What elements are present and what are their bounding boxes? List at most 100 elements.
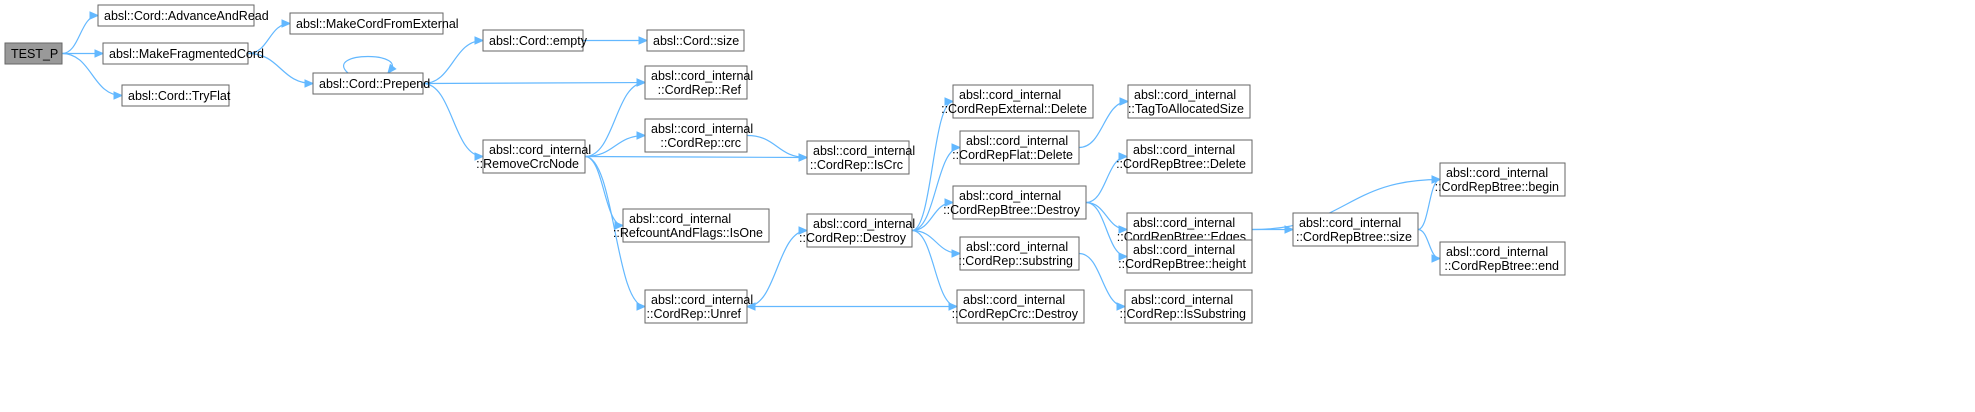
node-refcount-is-one[interactable]: absl::cord_internal::RefcountAndFlags::I…: [613, 208, 770, 243]
node-tag-to-allocated-size[interactable]: absl::cord_internal::TagToAllocatedSize: [1127, 84, 1251, 119]
node-label: absl::cord_internal: [1299, 216, 1401, 230]
node-is-substring[interactable]: absl::cord_internal::CordRep::IsSubstrin…: [1120, 289, 1253, 324]
node-size[interactable]: absl::Cord::size: [646, 29, 745, 52]
edge-remove-crc-node-to-refcount-is-one-arrowhead: [614, 221, 625, 230]
node-btree-destroy[interactable]: absl::cord_internal::CordRepBtree::Destr…: [943, 185, 1087, 220]
node-flat-delete[interactable]: absl::cord_internal::CordRepFlat::Delete: [952, 130, 1080, 165]
edge-btree-edges-to-btree-size-arrowhead: [1284, 225, 1295, 234]
edge-remove-crc-node-to-cordrep-ref-arrowhead: [636, 78, 647, 87]
edge-crc-destroy-to-cordrep-unref: [745, 302, 957, 311]
node-btree-delete[interactable]: absl::cord_internal::CordRepBtree::Delet…: [1116, 139, 1253, 174]
edge-crc-destroy-to-cordrep-unref-arrowhead: [745, 302, 756, 311]
node-cordrep-iscrc[interactable]: absl::cord_internal::CordRep::IsCrc: [806, 140, 915, 175]
edge-cordrep-destroy-to-external-delete-arrowhead: [944, 97, 955, 106]
node-label: ::RemoveCrcNode: [476, 157, 579, 171]
node-cordrep-ref[interactable]: absl::cord_internal::CordRep::Ref: [644, 65, 753, 100]
node-box: [482, 29, 584, 52]
node-external-delete[interactable]: absl::cord_internal::CordRepExternal::De…: [941, 84, 1094, 119]
edge-prepend-to-prepend-line: [343, 55, 393, 74]
node-label: absl::cord_internal: [813, 217, 915, 231]
node-cordrep-destroy[interactable]: absl::cord_internal::CordRep::Destroy: [799, 213, 915, 248]
edge-btree-size-to-btree-end-arrowhead: [1431, 254, 1442, 263]
edge-test-p-to-make-fragmented-cord-arrowhead: [94, 49, 105, 58]
node-advance-and-read[interactable]: absl::Cord::AdvanceAndRead: [97, 4, 269, 27]
node-label: absl::Cord::size: [653, 34, 739, 48]
edge-cordrep-unref-to-cordrep-destroy-line: [746, 229, 808, 308]
edge-btree-size-to-btree-end-line: [1417, 228, 1441, 260]
edge-remove-crc-node-to-cordrep-ref: [584, 78, 647, 158]
node-box: [1127, 84, 1251, 119]
node-cordrep-crc[interactable]: absl::cord_internal::CordRep::crc: [644, 118, 753, 153]
node-label: absl::cord_internal: [1133, 143, 1235, 157]
node-box: [312, 72, 424, 95]
node-label: ::CordRepBtree::Delete: [1116, 157, 1246, 171]
edge-make-fragmented-cord-to-make-cord-from-external: [247, 19, 292, 55]
edge-prepend-to-empty-line: [422, 39, 484, 85]
edge-test-p-to-try-flat: [61, 52, 124, 100]
node-label: absl::Cord::TryFlat: [128, 89, 231, 103]
node-prepend[interactable]: absl::Cord::Prepend: [312, 72, 430, 95]
edge-cordrep-destroy-to-flat-delete-arrowhead: [951, 143, 962, 152]
edge-test-p-to-advance-and-read-arrowhead: [89, 11, 100, 20]
node-label: absl::cord_internal: [959, 88, 1061, 102]
node-box: [1126, 239, 1253, 274]
node-label: absl::cord_internal: [651, 122, 753, 136]
node-btree-end[interactable]: absl::cord_internal::CordRepBtree::end: [1439, 241, 1566, 276]
edge-cordrep-destroy-to-external-delete: [911, 97, 955, 232]
edge-cordrep-destroy-to-flat-delete: [911, 143, 962, 232]
node-label: absl::Cord::AdvanceAndRead: [104, 9, 269, 23]
edge-remove-crc-node-to-cordrep-unref-line: [584, 155, 646, 308]
node-label: absl::cord_internal: [959, 189, 1061, 203]
node-btree-begin[interactable]: absl::cord_internal::CordRepBtree::begin: [1435, 162, 1566, 197]
node-label: absl::cord_internal: [651, 69, 753, 83]
edge-remove-crc-node-to-cordrep-ref-line: [584, 81, 646, 158]
edge-prepend-to-empty: [422, 36, 485, 85]
edge-cordrep-destroy-to-external-delete-line: [911, 100, 954, 232]
node-label: ::RefcountAndFlags::IsOne: [613, 226, 763, 240]
node-box: [952, 84, 1094, 119]
nodes-layer: TEST_P absl::Cord::AdvanceAndReadabsl::Ma…: [4, 4, 1566, 324]
node-label: absl::cord_internal: [629, 212, 731, 226]
edge-cordrep-substring-to-is-substring: [1078, 252, 1127, 311]
node-empty[interactable]: absl::Cord::empty: [482, 29, 588, 52]
edge-make-fragmented-cord-to-prepend: [247, 52, 315, 88]
node-label: TEST_P: [11, 47, 58, 61]
node-make-cord-from-external[interactable]: absl::MakeCordFromExternal: [289, 12, 459, 35]
edge-make-fragmented-cord-to-prepend-line: [247, 52, 314, 85]
edge-remove-crc-node-to-refcount-is-one: [584, 155, 625, 230]
node-label: absl::cord_internal: [966, 134, 1068, 148]
node-try-flat[interactable]: absl::Cord::TryFlat: [121, 84, 231, 107]
edge-prepend-to-prepend-arrowhead: [387, 63, 397, 74]
node-remove-crc-node[interactable]: absl::cord_internal::RemoveCrcNode: [476, 139, 591, 174]
edge-remove-crc-node-to-cordrep-unref-arrowhead: [636, 302, 647, 311]
node-label: ::CordRepBtree::height: [1118, 257, 1246, 271]
edge-remove-crc-node-to-cordrep-iscrc: [584, 153, 809, 162]
edge-btree-edges-to-btree-begin-line: [1251, 178, 1441, 231]
node-box: [482, 139, 586, 174]
node-box: [4, 42, 63, 65]
edge-btree-destroy-to-btree-edges-arrowhead: [1118, 225, 1129, 234]
node-label: absl::cord_internal: [813, 144, 915, 158]
node-btree-height[interactable]: absl::cord_internal::CordRepBtree::heigh…: [1118, 239, 1253, 274]
node-box: [289, 12, 444, 35]
node-crc-destroy[interactable]: absl::cord_internal::CordRepCrc::Destroy: [952, 289, 1085, 324]
node-label: absl::cord_internal: [489, 143, 591, 157]
node-cordrep-unref[interactable]: absl::cord_internal::CordRep::Unref: [644, 289, 753, 324]
edge-btree-destroy-to-btree-height-arrowhead: [1118, 252, 1129, 261]
edge-prepend-to-remove-crc-node: [422, 82, 485, 161]
node-label: absl::cord_internal: [1446, 245, 1548, 259]
edge-remove-crc-node-to-refcount-is-one-line: [584, 155, 624, 227]
node-label: absl::MakeFragmentedCord: [109, 47, 264, 61]
edge-btree-edges-to-btree-size: [1252, 225, 1295, 234]
node-box: [806, 140, 910, 175]
node-test-p[interactable]: TEST_P: [4, 42, 63, 65]
node-btree-size[interactable]: absl::cord_internal::CordRepBtree::size: [1292, 212, 1419, 247]
node-box: [1292, 212, 1419, 247]
node-label: absl::MakeCordFromExternal: [296, 17, 459, 31]
edge-prepend-to-remove-crc-node-arrowhead: [474, 152, 485, 161]
node-label: ::CordRep::Ref: [658, 83, 742, 97]
node-make-fragmented-cord[interactable]: absl::MakeFragmentedCord: [102, 42, 264, 65]
node-cordrep-substring[interactable]: absl::cord_internal::CordRep::substring: [958, 236, 1080, 271]
node-label: ::CordRep::IsCrc: [810, 158, 903, 172]
